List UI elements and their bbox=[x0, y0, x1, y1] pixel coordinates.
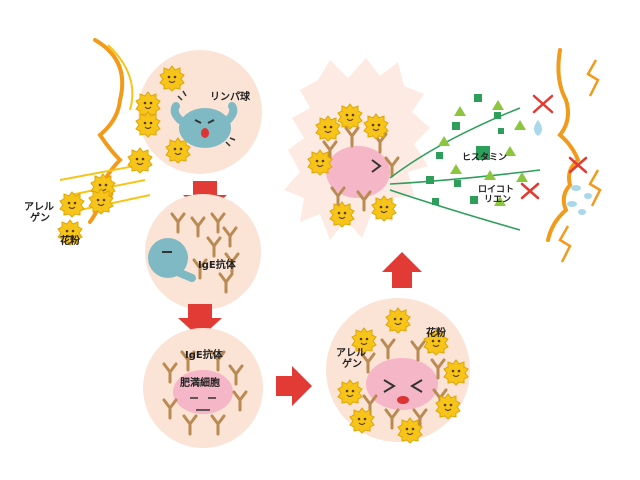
itch-spark-icon bbox=[558, 225, 572, 263]
ige-production-circle: IgE抗体 bbox=[145, 194, 261, 310]
drop-icon bbox=[578, 209, 586, 215]
drop-icon bbox=[567, 201, 577, 207]
pollen-label: 花粉 bbox=[60, 234, 80, 247]
arrow-to-release bbox=[382, 252, 422, 288]
drop-icon bbox=[571, 185, 581, 191]
lymphocyte-cell bbox=[170, 90, 238, 148]
face-profile-right bbox=[546, 48, 602, 263]
arrow-to-binding bbox=[276, 366, 312, 406]
release-burst bbox=[284, 58, 541, 240]
cross-icon bbox=[520, 182, 540, 200]
chemical-mediators: ヒスタミン ロイコト リエン bbox=[426, 94, 528, 206]
tear-drop-icon bbox=[534, 120, 542, 136]
cross-icon bbox=[568, 156, 588, 174]
tear-drops bbox=[534, 120, 592, 215]
lymphocyte-producing bbox=[148, 238, 196, 282]
histamine-label: ヒスタミン bbox=[462, 151, 507, 163]
ige-antibody-label-2: IgE抗体 bbox=[185, 348, 224, 361]
mast-cell-circle: 肥満細胞 IgE抗体 bbox=[143, 328, 263, 448]
pollen-binding-circle: アレル ゲン 花粉 bbox=[326, 298, 470, 444]
cross-icon bbox=[532, 94, 554, 114]
lymphocyte-label: リンパ球 bbox=[210, 90, 251, 103]
itch-spark-icon bbox=[588, 169, 602, 207]
pollen-label-2: 花粉 bbox=[426, 326, 446, 339]
allergen-label: アレル ゲン bbox=[24, 201, 57, 224]
drop-icon bbox=[584, 193, 592, 199]
lymphocyte-circle: リンパ球 bbox=[135, 50, 262, 174]
leukotriene-label: ロイコト リエン bbox=[478, 184, 517, 205]
itch-spark-icon bbox=[586, 59, 600, 97]
mast-cell bbox=[173, 370, 233, 414]
allergen-label-2: アレル ゲン bbox=[336, 347, 369, 370]
pollen-floating bbox=[57, 147, 153, 246]
ige-antibody-label: IgE抗体 bbox=[198, 258, 237, 271]
mast-cell-label: 肥満細胞 bbox=[180, 376, 220, 389]
symptom-crosses bbox=[520, 94, 588, 200]
